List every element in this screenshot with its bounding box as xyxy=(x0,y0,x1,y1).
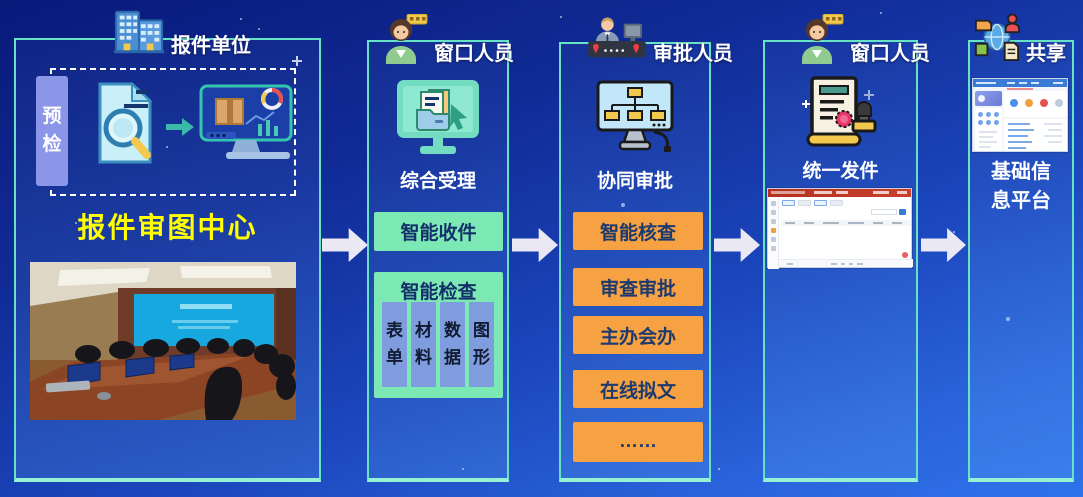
approver-desk-icon xyxy=(586,16,648,69)
screenshot-sidebar xyxy=(768,197,779,269)
conference-room-photo xyxy=(30,262,296,420)
check-item-data: 数据 xyxy=(440,302,465,387)
desktop-app-screenshot xyxy=(767,188,913,269)
smart-check-title: 智能检查 xyxy=(400,282,477,303)
flow-arrow-4 xyxy=(921,228,966,262)
check-item-graphic: 图形 xyxy=(469,302,494,387)
screenshot-table-header xyxy=(781,220,911,226)
stage-panel-approvers: 协同审批 智能核查 审查审批 主办会办 在线拟文 …… xyxy=(559,42,711,482)
portal-alert-line xyxy=(1007,88,1033,90)
center-title: 报件审图中心 xyxy=(77,212,258,243)
process-label: 协同审批 xyxy=(596,171,673,192)
star-field xyxy=(0,0,2,2)
document-stamp-icon xyxy=(800,74,880,157)
stage-panel-sharing: 基础信息平台 xyxy=(968,40,1074,482)
stage3-header-label: 审批人员 xyxy=(653,43,733,65)
precheck-label: 预检 xyxy=(36,76,68,186)
screenshot-titlebar xyxy=(768,189,911,197)
flow-arrow-icon xyxy=(166,118,194,141)
stage2-header: 窗口人员 xyxy=(383,13,514,69)
platform-caption: 基础信息平台 xyxy=(991,161,1051,212)
monitor-orgchart-icon xyxy=(594,80,676,165)
sparkle xyxy=(864,90,874,100)
sparkle xyxy=(292,56,302,66)
portal-task-list xyxy=(1004,119,1067,151)
portal-left-menu xyxy=(975,108,1002,151)
monitor-package-icon xyxy=(196,84,296,169)
check-item-material: 材料 xyxy=(411,302,436,387)
step-online-draft: 在线拟文 xyxy=(573,370,703,408)
stage3-header: 审批人员 xyxy=(586,16,733,69)
stage5-header-label: 共享 xyxy=(1026,43,1066,65)
screenshot-toolbar xyxy=(782,200,843,206)
screenshot-search-button xyxy=(899,209,906,215)
screenshot-notification-dot xyxy=(902,252,908,258)
stage4-header: 窗口人员 xyxy=(799,13,930,69)
clerk-avatar-icon xyxy=(383,13,429,69)
process-label: 综合受理 xyxy=(399,171,476,192)
stage4-header-label: 窗口人员 xyxy=(850,43,930,65)
stage5-header: 共享 xyxy=(973,10,1066,69)
share-network-icon xyxy=(973,10,1021,69)
buildings-icon xyxy=(112,6,166,61)
stage1-header: 报件单位 xyxy=(112,6,251,61)
flow-arrow-1 xyxy=(322,228,368,262)
smart-check-group: 智能检查 表单 材料 数据 图形 xyxy=(374,272,503,398)
screenshot-pagination xyxy=(779,259,913,267)
stage1-header-label: 报件单位 xyxy=(171,35,251,57)
stage2-header-label: 窗口人员 xyxy=(434,43,514,65)
process-label: 统一发件 xyxy=(802,161,879,182)
step-host-cohandle: 主办会办 xyxy=(573,316,703,354)
clerk-avatar-icon xyxy=(799,13,845,69)
portal-profile-card xyxy=(975,91,1002,106)
step-ellipsis: …… xyxy=(573,422,703,462)
check-item-form: 表单 xyxy=(382,302,407,387)
monitor-folder-icon xyxy=(395,78,481,167)
stage-panel-window-staff-2: 统一发件 xyxy=(763,40,918,482)
document-search-icon xyxy=(92,80,162,171)
stage-panel-window-staff-1: 综合受理 智能收件 智能检查 表单 材料 数据 图形 xyxy=(367,40,509,482)
screenshot-search-box xyxy=(871,209,897,215)
portal-header xyxy=(973,79,1067,87)
web-portal-screenshot xyxy=(972,78,1068,152)
platform-caption-wrap: 基础信息平台 xyxy=(970,158,1072,216)
portal-quick-actions xyxy=(1004,91,1067,117)
step-smart-verify: 智能核查 xyxy=(573,212,703,250)
stage-panel-reporting-unit: 预检 xyxy=(14,38,321,482)
flow-arrow-2 xyxy=(512,228,558,262)
smart-receive-box: 智能收件 xyxy=(374,212,503,251)
flow-arrow-3 xyxy=(714,228,760,262)
step-review-approve: 审查审批 xyxy=(573,268,703,306)
